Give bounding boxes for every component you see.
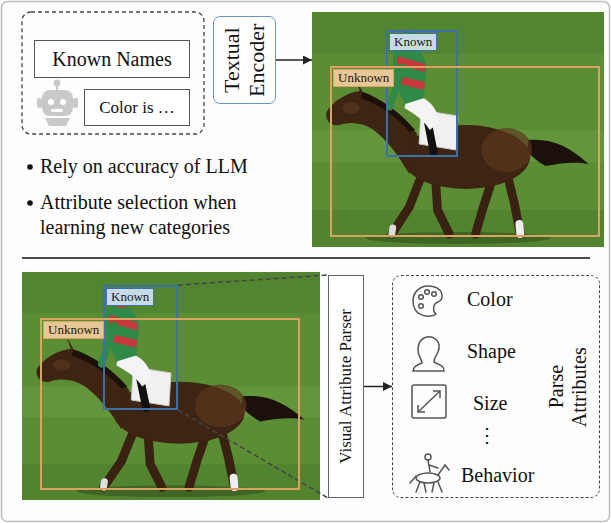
robot-icon-part	[51, 109, 63, 112]
palette-icon-part	[413, 286, 442, 316]
flow-arrow	[364, 386, 392, 388]
photo-frame: KnownUnknown	[312, 12, 604, 247]
divider-line	[22, 257, 590, 259]
llm-output-box: Color is …	[84, 89, 190, 126]
palette-icon	[413, 286, 442, 316]
attribute-text: ⋮	[477, 424, 497, 447]
rider-icon-part	[438, 482, 442, 492]
box-text: Color is …	[99, 98, 175, 118]
rider-icon-part	[429, 465, 438, 468]
size-icon-part	[418, 405, 425, 412]
horse-photo	[312, 12, 604, 247]
attribute-text: Shape	[467, 340, 516, 363]
robot-icon-part	[42, 90, 73, 116]
input-group-outline	[22, 12, 204, 134]
bbox-label: Unknown	[43, 321, 104, 339]
size-icon	[412, 385, 446, 418]
known-bbox: Known	[386, 30, 458, 157]
photo-frame: KnownUnknown	[22, 272, 320, 500]
size-icon-part	[418, 391, 440, 412]
attribute-text: Behavior	[461, 464, 534, 487]
zoom-line	[178, 275, 328, 285]
rider-icon-part	[424, 483, 426, 492]
box-text: Known Names	[52, 48, 171, 71]
known-bbox: Known	[103, 285, 178, 410]
robot-icon-part	[48, 99, 54, 105]
horse-photo	[22, 272, 320, 500]
rider-icon-part	[432, 483, 434, 492]
size-icon-part	[412, 385, 446, 418]
parser-label: Visual Attribute Parser	[336, 309, 356, 464]
encoder-box: Textual Encoder	[213, 16, 276, 104]
rider-icon	[410, 454, 449, 492]
bullet-dots	[27, 164, 33, 206]
bbox-label: Unknown	[333, 69, 394, 87]
panel-title: Parse Attributes	[545, 331, 591, 442]
attribute-text: Color	[467, 288, 513, 311]
bbox-label: Known	[389, 33, 437, 51]
robot-icon-part	[60, 99, 66, 105]
robot-icon-part	[45, 118, 70, 126]
unknown-bbox: Unknown	[330, 66, 600, 237]
robot-icon-part	[73, 98, 78, 108]
encoder-label: Textual Encoder	[219, 22, 270, 98]
rider-icon-part	[438, 465, 445, 475]
palette-icon-part	[419, 295, 424, 300]
palette-icon-part	[419, 304, 424, 309]
robot-icon-part	[37, 98, 42, 108]
bullet-dots-part	[27, 164, 33, 170]
robot-icon	[37, 80, 78, 127]
rider-icon-part	[425, 454, 431, 460]
bbox-label: Known	[106, 288, 154, 306]
rider-icon-part	[445, 465, 449, 470]
bullet-text: Attribute selection when learning new ca…	[40, 190, 295, 240]
rider-icon-part	[410, 476, 416, 483]
attribute-text: Size	[473, 392, 507, 415]
flow-arrow	[276, 59, 312, 61]
rider-icon-part	[416, 482, 420, 492]
parser-box: Visual Attribute Parser	[328, 275, 364, 498]
unknown-bbox: Unknown	[40, 318, 300, 490]
attribute-panel: ColorShapeSize ⋮ Behavior Parse Attributes	[392, 275, 600, 498]
bullet-dots-part	[27, 200, 33, 206]
shape-icon-part	[413, 337, 444, 371]
robot-icon-part	[54, 80, 61, 87]
size-icon-part	[433, 391, 440, 398]
shape-icon	[413, 337, 444, 371]
bullet-text: Rely on accuracy of LLM	[40, 154, 305, 179]
palette-icon-part	[432, 292, 437, 297]
zoom-line	[178, 410, 328, 498]
name-box: Known Names	[34, 40, 190, 78]
palette-icon-part	[425, 290, 430, 295]
